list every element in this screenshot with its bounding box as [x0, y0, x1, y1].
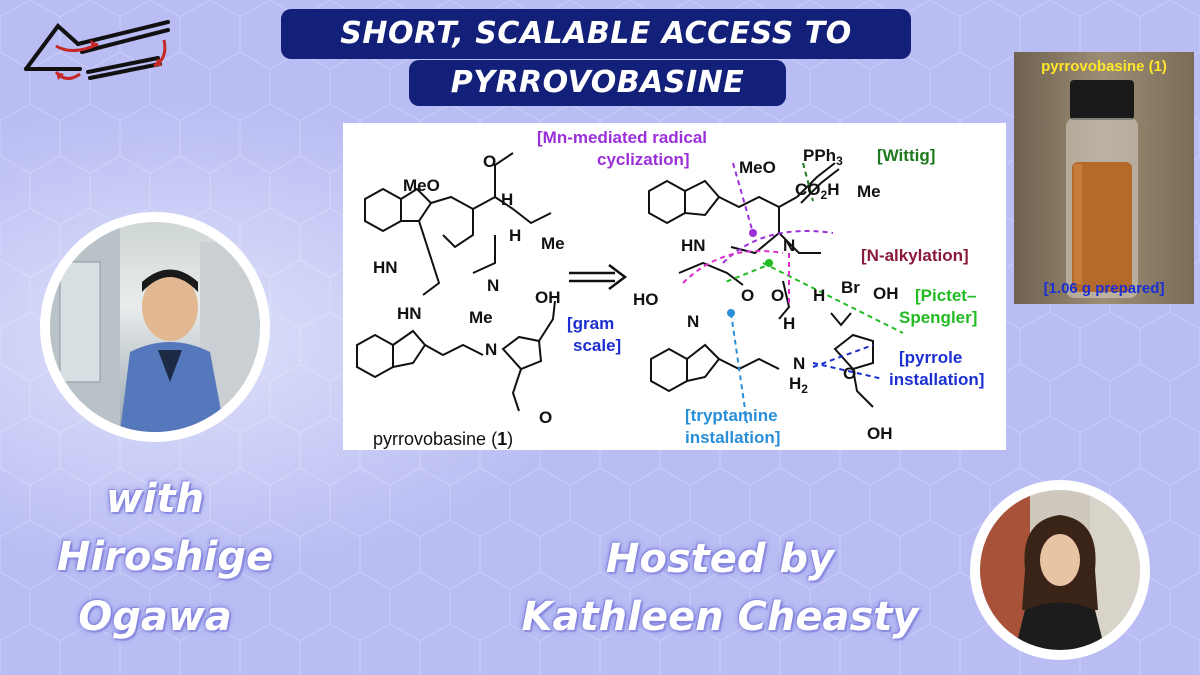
vial-caption-top: pyrrovobasine (1): [1041, 58, 1167, 75]
label-pictet-2: Spengler]: [899, 308, 977, 327]
atom-co2h: CO2H: [795, 180, 839, 202]
label-gram-2: scale]: [573, 336, 621, 355]
label-radical-1: [Mn-mediated radical: [537, 128, 707, 147]
atom-h-3: H: [813, 286, 825, 305]
atom-h-2: H: [509, 226, 521, 245]
atom-hn-3: HN: [681, 236, 706, 255]
label-pyrrole-1: [pyrrole: [899, 348, 962, 367]
atom-o-3: O: [741, 286, 754, 305]
atom-h-4: H: [783, 314, 795, 333]
vial-photo: pyrrovobasine (1) [1.06 g prepared]: [1014, 52, 1194, 304]
atom-o-1: O: [483, 152, 496, 171]
host-name: Kathleen Cheasty: [521, 594, 919, 640]
atom-o-5: O: [843, 364, 856, 383]
host-label: Hosted by: [605, 536, 835, 582]
label-wittig: [Wittig]: [877, 146, 935, 165]
label-alkylation: [N-alkylation]: [861, 246, 969, 265]
guest-photo-ring: [40, 212, 270, 442]
atom-n-4: N: [687, 312, 699, 331]
host-avatar: [980, 490, 1140, 650]
atom-meo-left: MeO: [403, 176, 440, 195]
atom-nh2: N: [793, 354, 805, 373]
atom-hn-1: HN: [373, 258, 398, 277]
atom-me-3: Me: [857, 182, 881, 201]
guest-with-label: with: [105, 476, 205, 522]
atom-oh-1: OH: [535, 288, 561, 307]
atom-pph3: PPh3: [803, 146, 843, 168]
atom-me-1: Me: [541, 234, 565, 253]
atom-nh2-h: H2: [789, 374, 808, 396]
atom-n-3: N: [783, 236, 795, 255]
atom-n-1: N: [487, 276, 499, 295]
atom-n-2: N: [485, 340, 497, 359]
label-pictet-1: [Pictet–: [915, 286, 976, 305]
atom-o-4: O: [771, 286, 784, 305]
label-tryptamine-2: installation]: [685, 428, 780, 447]
atom-hn-2: HN: [397, 304, 422, 323]
vial-caption-bottom: [1.06 g prepared]: [1043, 280, 1165, 297]
synthesis-scheme: MeO H H Me HN N Me OH HN N O O pyrrovoba…: [343, 123, 1006, 450]
atom-h-1: H: [501, 190, 513, 209]
atom-br: Br: [841, 278, 860, 297]
guest-avatar: [50, 222, 260, 432]
title-line-1: SHORT, SCALABLE ACCESS TO: [281, 9, 911, 59]
guest-first-name: Hiroshige: [56, 534, 274, 580]
guest-last-name: Ogawa: [78, 594, 232, 640]
label-radical-2: cyclization]: [597, 150, 690, 169]
chemistry-diene-logo-icon: [24, 20, 170, 80]
atom-meo-right: MeO: [739, 158, 776, 177]
atom-ho: HO: [633, 290, 659, 309]
title-line-2: PYRROVOBASINE: [409, 60, 786, 106]
label-pyrrole-2: installation]: [889, 370, 984, 389]
host-photo-ring: [970, 480, 1150, 660]
atom-me-2: Me: [469, 308, 493, 327]
atom-oh-2: OH: [873, 284, 899, 303]
product-label: pyrrovobasine (1): [373, 429, 513, 449]
label-tryptamine-1: [tryptamine: [685, 406, 778, 425]
atom-o-2: O: [539, 408, 552, 427]
label-gram-1: [gram: [567, 314, 614, 333]
atom-oh-3: OH: [867, 424, 893, 443]
